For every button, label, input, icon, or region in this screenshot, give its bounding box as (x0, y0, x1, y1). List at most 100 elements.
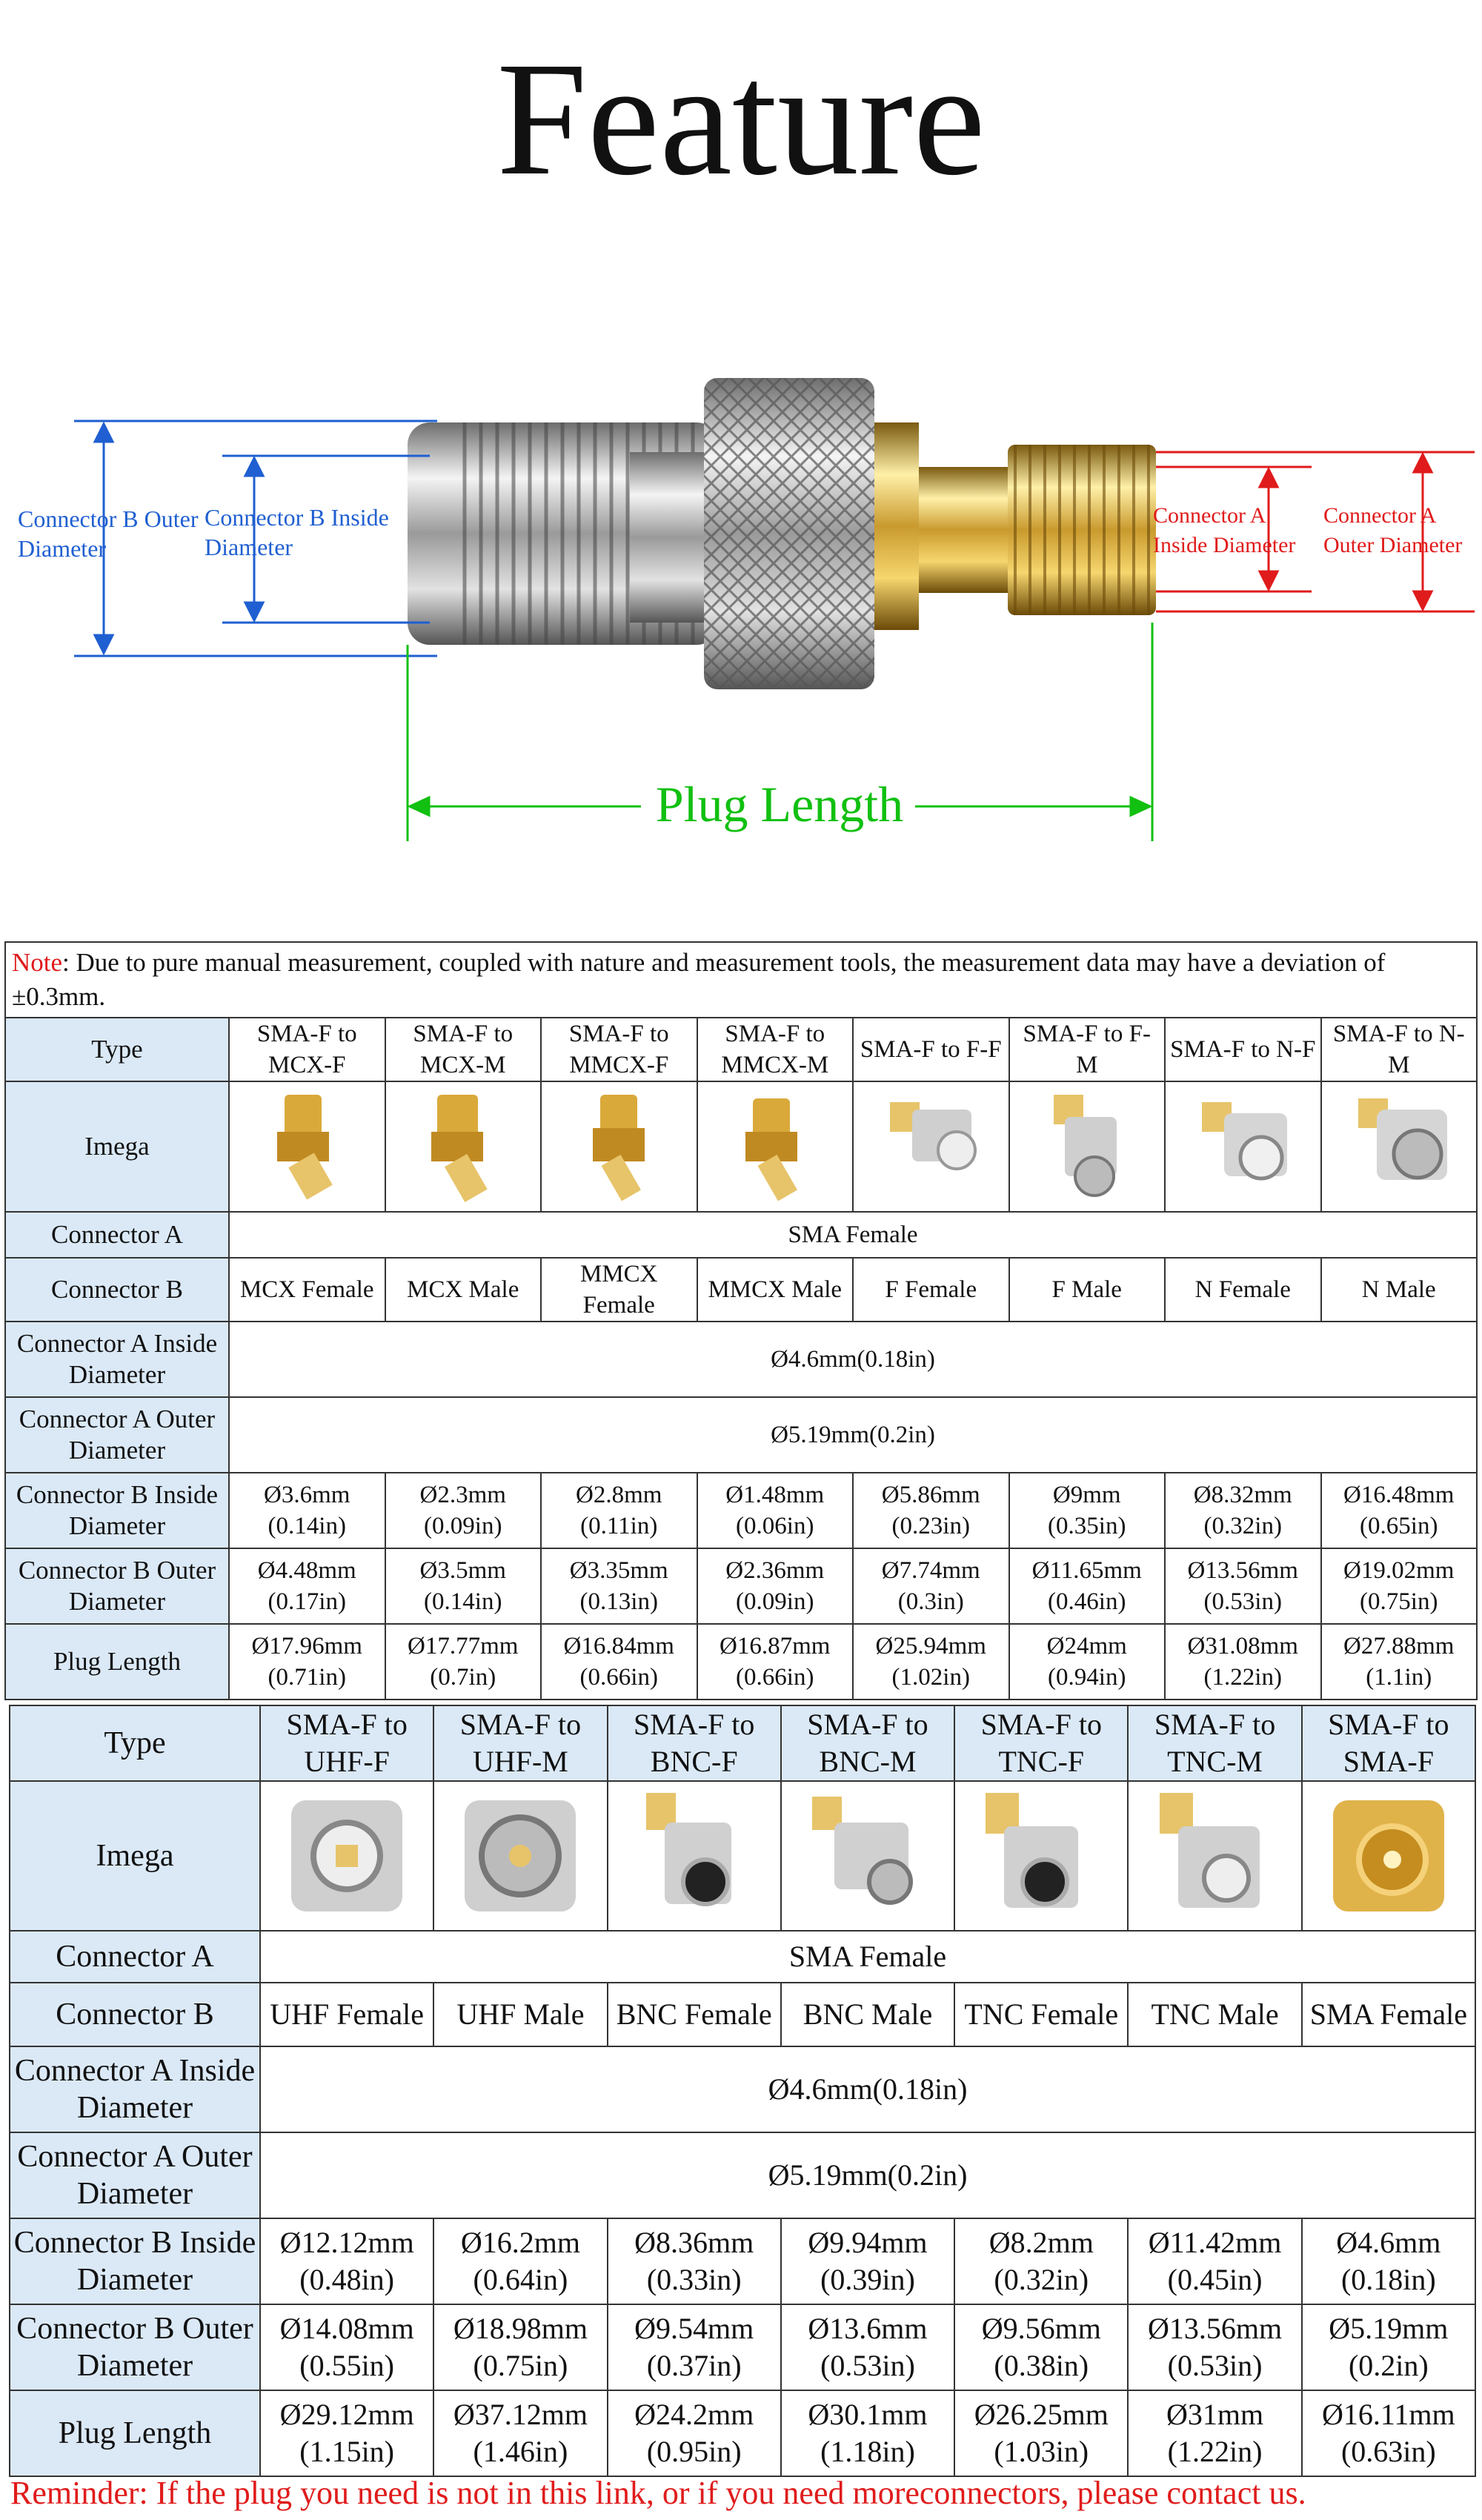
connector-a-value: SMA Female (259, 1930, 1476, 1983)
b-outer-cell: Ø2.36mm (0.09in) (696, 1548, 854, 1625)
type-cell: SMA-F to UHF-M (433, 1705, 608, 1782)
connector-b-cell: MMCX Male (696, 1257, 854, 1322)
a-inside-value: Ø4.6mm(0.18in) (228, 1321, 1478, 1398)
b-outer-cell: Ø9.54mm (0.37in) (606, 2304, 782, 2391)
note-row: Note: Due to pure manual measurement, co… (4, 941, 1478, 1018)
connector-b-cell: F Male (1008, 1257, 1166, 1322)
connector-b-cell: TNC Female (954, 1982, 1129, 2047)
a-inside-row: Connector A Inside Diameter Ø4.6mm(0.18i… (4, 1321, 1478, 1398)
plug-length-cell: Ø26.25mm (1.03in) (954, 2390, 1129, 2477)
connector-b-cell: BNC Male (780, 1982, 956, 2047)
product-image (1008, 1081, 1166, 1213)
b-inside-cell: Ø5.86mm (0.23in) (852, 1472, 1010, 1549)
row-label-a-outer: Connector A Outer Diameter (9, 2132, 261, 2219)
connector-b-cell: MCX Male (384, 1257, 542, 1322)
a-outer-value: Ø5.19mm(0.2in) (259, 2132, 1476, 2219)
b-outer-cell: Ø13.6mm (0.53in) (780, 2304, 956, 2391)
plug-length-cell: Ø17.96mm (0.71in) (228, 1623, 386, 1700)
image-row: Imega (9, 1780, 1477, 1932)
plug-length-cell: Ø31.08mm (1.22in) (1164, 1623, 1322, 1700)
b-outer-row: Connector B Outer Diameter Ø4.48mm (0.17… (4, 1548, 1478, 1625)
connector-b-outer-dimension (74, 420, 437, 657)
plug-length-cell: Ø16.11mm (0.63in) (1300, 2390, 1477, 2477)
product-image (1300, 1780, 1477, 1932)
row-label-b-outer: Connector B Outer Diameter (4, 1548, 230, 1625)
plug-length-cell: Ø29.12mm (1.15in) (259, 2390, 435, 2477)
plug-length-cell: Ø27.88mm (1.1in) (1320, 1623, 1478, 1700)
connector-b-cell: UHF Male (433, 1982, 608, 2047)
a-inside-value: Ø4.6mm(0.18in) (259, 2046, 1476, 2133)
row-label-type: Type (4, 1017, 230, 1082)
connector-b-inside-dimension (222, 454, 430, 624)
row-label-connector-a: Connector A (9, 1930, 261, 1983)
type-cell: SMA-F to F-M (1008, 1017, 1166, 1082)
row-label-plug-length: Plug Length (4, 1623, 230, 1700)
plug-length-cell: Ø24mm (0.94in) (1008, 1623, 1166, 1700)
label-plug-length: Plug Length (655, 776, 904, 832)
b-outer-cell: Ø11.65mm (0.46in) (1008, 1548, 1166, 1625)
adapter-illustration (74, 378, 1475, 841)
product-image (540, 1081, 698, 1213)
b-outer-row: Connector B Outer Diameter Ø14.08mm (0.5… (9, 2304, 1477, 2391)
row-label-connector-a: Connector A (4, 1211, 230, 1259)
b-outer-cell: Ø19.02mm (0.75in) (1320, 1548, 1478, 1625)
connector-a-inside-dimension (1156, 465, 1312, 593)
type-cell: SMA-F to N-M (1320, 1017, 1478, 1082)
product-image (696, 1081, 854, 1213)
plug-length-cell: Ø16.87mm (0.66in) (696, 1623, 854, 1700)
type-cell: SMA-F to BNC-M (780, 1705, 956, 1782)
b-inside-cell: Ø16.2mm (0.64in) (433, 2218, 608, 2305)
reminder-text: Reminder: If the plug you need is not in… (10, 2475, 1306, 2511)
b-inside-cell: Ø9mm (0.35in) (1008, 1472, 1166, 1549)
row-label-a-inside: Connector A Inside Diameter (9, 2046, 261, 2133)
a-inside-row: Connector A Inside Diameter Ø4.6mm(0.18i… (9, 2046, 1476, 2133)
plug-length-cell: Ø31mm (1.22in) (1127, 2390, 1303, 2477)
a-outer-row: Connector A Outer Diameter Ø5.19mm(0.2in… (9, 2132, 1476, 2219)
product-image (1164, 1081, 1322, 1213)
plug-length-cell: Ø24.2mm (0.95in) (606, 2390, 782, 2477)
image-row: Imega (4, 1081, 1478, 1213)
b-inside-cell: Ø2.3mm (0.09in) (384, 1472, 542, 1549)
product-image (780, 1780, 956, 1932)
b-outer-cell: Ø14.08mm (0.55in) (259, 2304, 435, 2391)
page-title: Feature (496, 28, 986, 209)
b-inside-cell: Ø12.12mm (0.48in) (259, 2218, 435, 2305)
product-image (433, 1780, 608, 1932)
b-inside-row: Connector B Inside Diameter Ø12.12mm (0.… (9, 2218, 1477, 2305)
label-connector-b-inside: Connector B Inside Diameter (205, 504, 389, 560)
a-outer-row: Connector A Outer Diameter Ø5.19mm(0.2in… (4, 1396, 1478, 1473)
type-cell: SMA-F to TNC-F (954, 1705, 1129, 1782)
product-image (1320, 1081, 1478, 1213)
b-inside-cell: Ø4.6mm (0.18in) (1300, 2218, 1477, 2305)
plug-length-cell: Ø17.77mm (0.7in) (384, 1623, 542, 1700)
type-row: Type SMA-F to UHF-F SMA-F to UHF-M SMA-F… (9, 1705, 1477, 1782)
label-connector-b-outer: Connector B Outer Diameter (18, 505, 199, 562)
b-inside-cell: Ø2.8mm (0.11in) (540, 1472, 698, 1549)
spec-table-1: Note: Due to pure manual measurement, co… (4, 941, 1478, 1700)
plug-length-dimension (406, 623, 1154, 841)
connector-b-cell: TNC Male (1127, 1982, 1303, 2047)
connector-b-cell: F Female (852, 1257, 1010, 1322)
b-inside-cell: Ø9.94mm (0.39in) (780, 2218, 956, 2305)
b-inside-cell: Ø8.2mm (0.32in) (954, 2218, 1129, 2305)
row-label-plug-length: Plug Length (9, 2390, 261, 2477)
product-image (384, 1081, 542, 1213)
product-image (852, 1081, 1010, 1213)
row-label-b-inside: Connector B Inside Diameter (9, 2218, 261, 2305)
knurled-nut (704, 378, 874, 689)
b-outer-cell: Ø18.98mm (0.75in) (433, 2304, 608, 2391)
connector-b-cell: BNC Female (606, 1982, 782, 2047)
spec-table-2: Type SMA-F to UHF-F SMA-F to UHF-M SMA-F… (9, 1705, 1477, 2477)
connector-a-outer-dimension (1156, 451, 1475, 613)
connector-a-row: Connector A SMA Female (9, 1930, 1476, 1983)
product-image (228, 1081, 386, 1213)
row-label-a-outer: Connector A Outer Diameter (4, 1396, 230, 1473)
connector-b-row: Connector B MCX Female MCX Male MMCX Fem… (4, 1257, 1478, 1322)
note-text: : Due to pure manual measurement, couple… (12, 948, 1386, 1011)
b-outer-cell: Ø3.35mm (0.13in) (540, 1548, 698, 1625)
note-cell: Note: Due to pure manual measurement, co… (4, 941, 1478, 1018)
connector-a-value: SMA Female (228, 1211, 1478, 1259)
connector-b-cell: SMA Female (1300, 1982, 1477, 2047)
type-cell: SMA-F to MMCX-M (696, 1017, 854, 1082)
product-image (606, 1780, 782, 1932)
